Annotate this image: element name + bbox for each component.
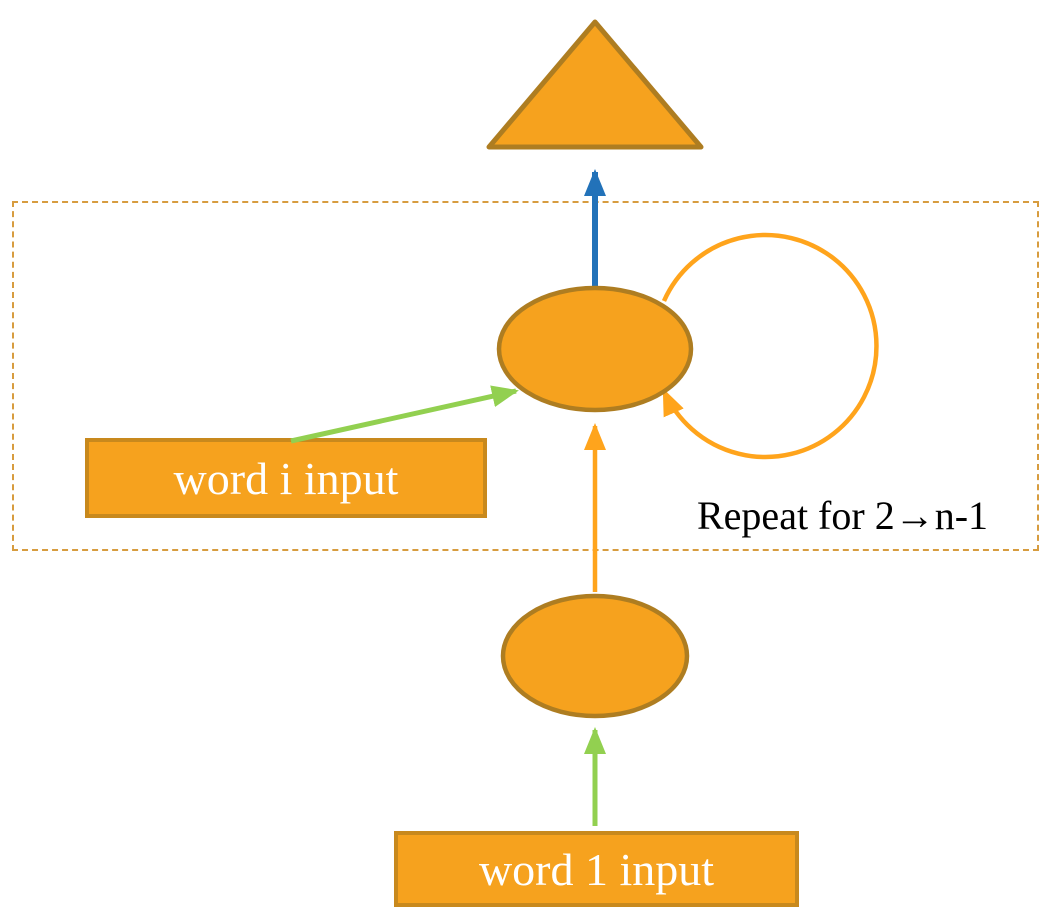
word-1-input-box: word 1 input <box>394 831 799 907</box>
output-triangle <box>486 19 704 150</box>
green-word-i-arrow <box>290 385 519 444</box>
word-i-input-label: word i input <box>173 452 399 504</box>
lower-state-ellipse <box>500 593 690 719</box>
word-i-input-box: word i input <box>85 438 487 518</box>
repeat-region-border <box>12 201 1039 551</box>
repeat-annotation: Repeat for 2→n-1 <box>697 493 989 538</box>
upper-state-ellipse <box>496 285 694 413</box>
recurrent-self-loop-arrow <box>661 232 879 460</box>
word-1-input-label: word 1 input <box>478 843 715 895</box>
